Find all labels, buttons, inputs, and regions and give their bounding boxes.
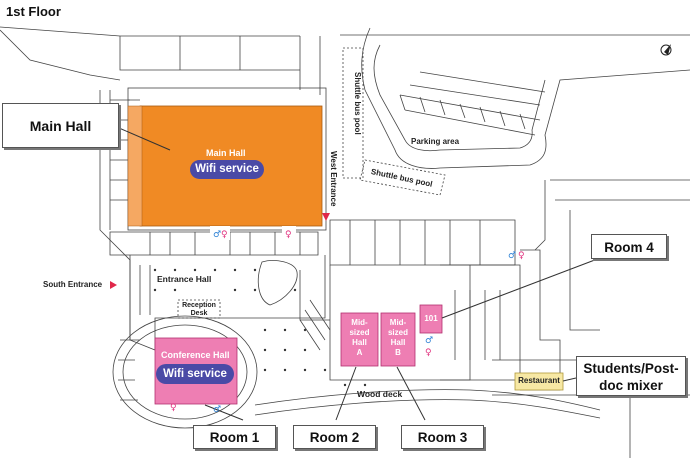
callout-room-4[interactable]: Room 4: [591, 234, 667, 259]
svg-text:♀: ♀: [285, 230, 292, 240]
svg-text:♂: ♂: [213, 405, 221, 415]
parking-area-label: Parking area: [411, 137, 460, 146]
entrance-arrow-icon: [322, 213, 330, 221]
callout-main-hall[interactable]: Main Hall: [2, 103, 119, 148]
main-hall-label: Main Hall: [206, 148, 246, 158]
mid-hall-a-area[interactable]: [340, 312, 379, 367]
callout-students-mixer[interactable]: Students/Post- doc mixer: [576, 356, 686, 396]
svg-text:♂: ♂: [425, 336, 433, 346]
svg-text:♂: ♂: [213, 230, 221, 240]
north-arrow-icon: [660, 44, 672, 56]
mid-hall-b-area[interactable]: [380, 312, 416, 367]
mid-hall-a-label: Mid- sized Hall A: [349, 318, 370, 357]
wood-deck-label: Wood deck: [357, 389, 403, 399]
south-entrance-label: South Entrance: [43, 280, 103, 289]
shuttle-bus-pool-vertical-label: Shuttle bus pool: [353, 72, 362, 135]
svg-text:♂: ♂: [508, 251, 516, 261]
svg-text:♀: ♀: [518, 251, 525, 261]
wifi-service-main: Wifi service: [190, 160, 264, 179]
building-outlines: [0, 26, 690, 458]
west-entrance-label: West Entrance: [329, 151, 338, 207]
wifi-service-conference: Wifi service: [156, 364, 234, 384]
callout-room-1[interactable]: Room 1: [193, 425, 276, 449]
callout-room-3[interactable]: Room 3: [401, 425, 484, 449]
conference-hall-label: Conference Hall: [161, 350, 230, 360]
room-101-label: 101: [424, 314, 438, 323]
entrance-arrow-icon: [110, 281, 117, 289]
columns: [153, 268, 367, 387]
main-hall-lobby: [127, 105, 143, 227]
callout-room-2[interactable]: Room 2: [293, 425, 376, 449]
floor-title: 1st Floor: [6, 4, 61, 19]
svg-text:♀: ♀: [425, 348, 432, 358]
reception-desk-label: Reception Desk: [182, 302, 216, 317]
svg-text:♀: ♀: [170, 403, 177, 413]
entrance-hall-label: Entrance Hall: [157, 274, 212, 284]
mid-hall-b-label: Mid- sized Hall B: [387, 318, 408, 357]
restaurant-area[interactable]: [514, 372, 564, 391]
courtyard-shape: [257, 260, 298, 306]
leader-lines: [118, 127, 601, 421]
room-101-area[interactable]: [419, 304, 443, 334]
restaurant-label: Restaurant: [518, 376, 560, 385]
restroom-icon: ♂♀ ♀ ♀ ♂ ♂♀ ♂ ♀: [170, 226, 525, 415]
svg-text:♀: ♀: [221, 230, 228, 240]
